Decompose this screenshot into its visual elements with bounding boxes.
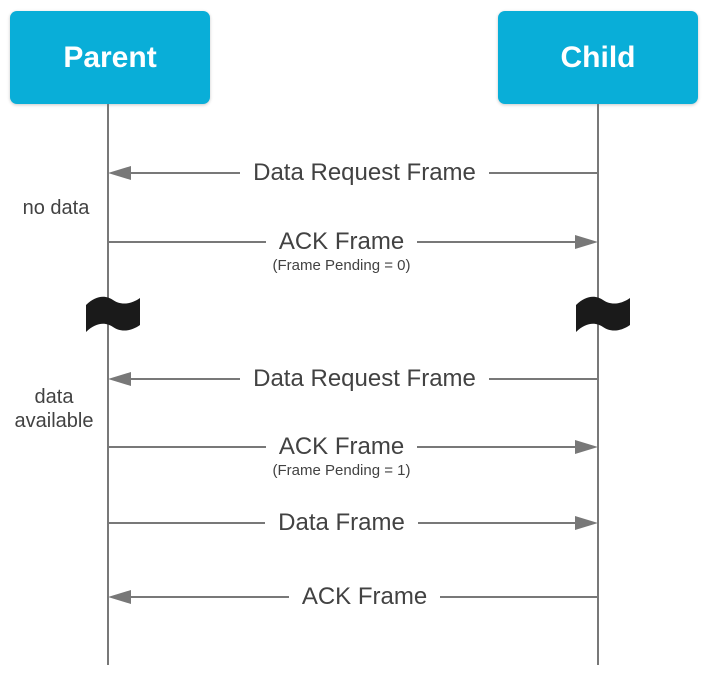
message-line: [108, 446, 266, 448]
message-line: [131, 378, 241, 380]
message-label-text: ACK Frame: [278, 228, 405, 255]
message-label: ACK Frame: [301, 583, 428, 610]
note-no-data: no data: [22, 197, 90, 219]
actor-parent-label: Parent: [63, 40, 157, 74]
actor-child-label: Child: [560, 40, 636, 74]
message-label: ACK Frame (Frame Pending = 1): [266, 433, 417, 479]
message-label: Data Frame: [278, 509, 405, 536]
message-line: [417, 522, 576, 524]
left-arrowhead-icon: [108, 166, 131, 180]
message-data-request-frame-2: Data Request Frame: [108, 365, 599, 393]
message-data-frame: Data Frame: [108, 509, 599, 537]
actor-child: Child: [498, 11, 698, 104]
message-line: [131, 596, 289, 598]
message-line: [488, 378, 599, 380]
message-label: ACK Frame (Frame Pending = 0): [266, 228, 417, 274]
message-label: Data Request Frame: [253, 365, 476, 392]
left-arrowhead-icon: [108, 372, 131, 386]
message-line: [108, 241, 266, 243]
message-line: [417, 446, 576, 448]
left-arrowhead-icon: [108, 590, 131, 604]
message-ack-frame-pending-0: ACK Frame (Frame Pending = 0): [108, 228, 599, 274]
message-line: [417, 241, 576, 243]
message-line: [108, 522, 266, 524]
message-label: Data Request Frame: [253, 159, 476, 186]
message-line: [440, 596, 599, 598]
message-label-text: ACK Frame: [278, 433, 405, 460]
message-line: [131, 172, 241, 174]
right-arrowhead-icon: [575, 516, 599, 530]
message-sublabel: (Frame Pending = 0): [272, 257, 411, 274]
time-break-flag-icon: [576, 296, 630, 332]
message-sublabel: (Frame Pending = 1): [272, 462, 411, 479]
message-line: [488, 172, 599, 174]
right-arrowhead-icon: [575, 235, 599, 249]
message-data-request-frame-1: Data Request Frame: [108, 159, 599, 187]
note-data-available: data available: [14, 386, 94, 432]
right-arrowhead-icon: [575, 440, 599, 454]
time-break-flag-icon: [86, 296, 140, 332]
actor-parent: Parent: [10, 11, 210, 104]
child-lifeline: [597, 104, 599, 665]
message-ack-frame-pending-1: ACK Frame (Frame Pending = 1): [108, 433, 599, 479]
message-ack-frame-final: ACK Frame: [108, 583, 599, 611]
